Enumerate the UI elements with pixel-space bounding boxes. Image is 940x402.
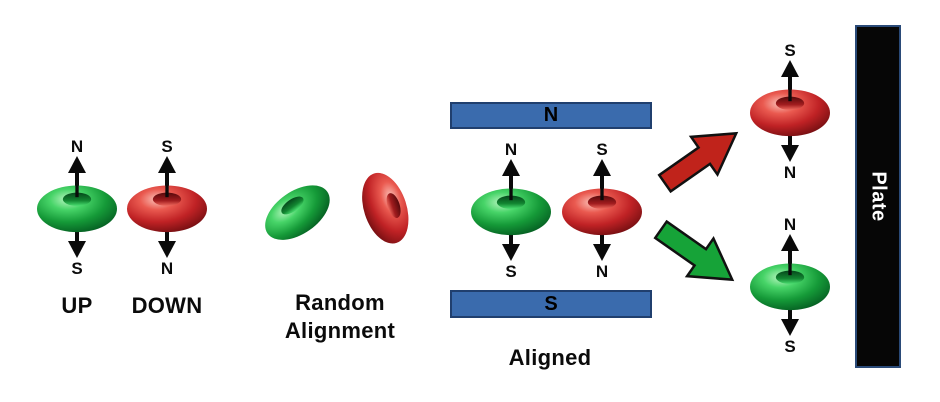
green-torus (750, 261, 830, 311)
magnet-north-bar: N (450, 102, 652, 129)
green-torus (471, 186, 551, 236)
green-torus-tilted (265, 185, 330, 240)
deflected-red-unit: S N (735, 41, 845, 182)
north-pole-label: N (160, 259, 174, 278)
south-pole-label: S (71, 259, 83, 278)
north-pole-label: N (595, 262, 609, 281)
magnet-south-bar: S (450, 290, 652, 318)
deflected-green-unit: N S (735, 215, 845, 356)
green-torus (37, 183, 117, 233)
plate-label: Plate (867, 171, 890, 222)
down-caption: DOWN (131, 293, 203, 318)
north-pole-label: N (783, 215, 797, 234)
red-torus (562, 186, 642, 236)
green-deflection-arrow-icon (653, 219, 735, 282)
south-pole-label: S (784, 41, 796, 60)
red-torus (127, 183, 207, 233)
random-alignment-caption: Random Alignment (265, 289, 415, 345)
aligned-spin-up-unit: N S (456, 140, 566, 281)
up-caption: UP (61, 293, 93, 318)
south-pole-label: S (596, 140, 608, 159)
north-pole-label: N (70, 137, 84, 156)
red-deflection-arrow-icon (657, 131, 739, 194)
red-torus (750, 87, 830, 137)
random-caption-line1: Random (295, 290, 385, 315)
south-pole-label: S (505, 262, 517, 281)
aligned-caption: Aligned (508, 345, 592, 370)
north-pole-label: N (504, 140, 518, 159)
aligned-spin-down-unit: S N (547, 140, 657, 281)
red-torus-tilted (362, 172, 409, 244)
south-pole-label: S (161, 137, 173, 156)
north-pole-label: N (783, 163, 797, 182)
spin-down-unit: S N (112, 137, 222, 278)
spin-up-unit: N S (22, 137, 132, 278)
random-caption-line2: Alignment (284, 318, 396, 343)
detector-plate: Plate (855, 25, 901, 368)
south-pole-label: S (784, 337, 796, 356)
